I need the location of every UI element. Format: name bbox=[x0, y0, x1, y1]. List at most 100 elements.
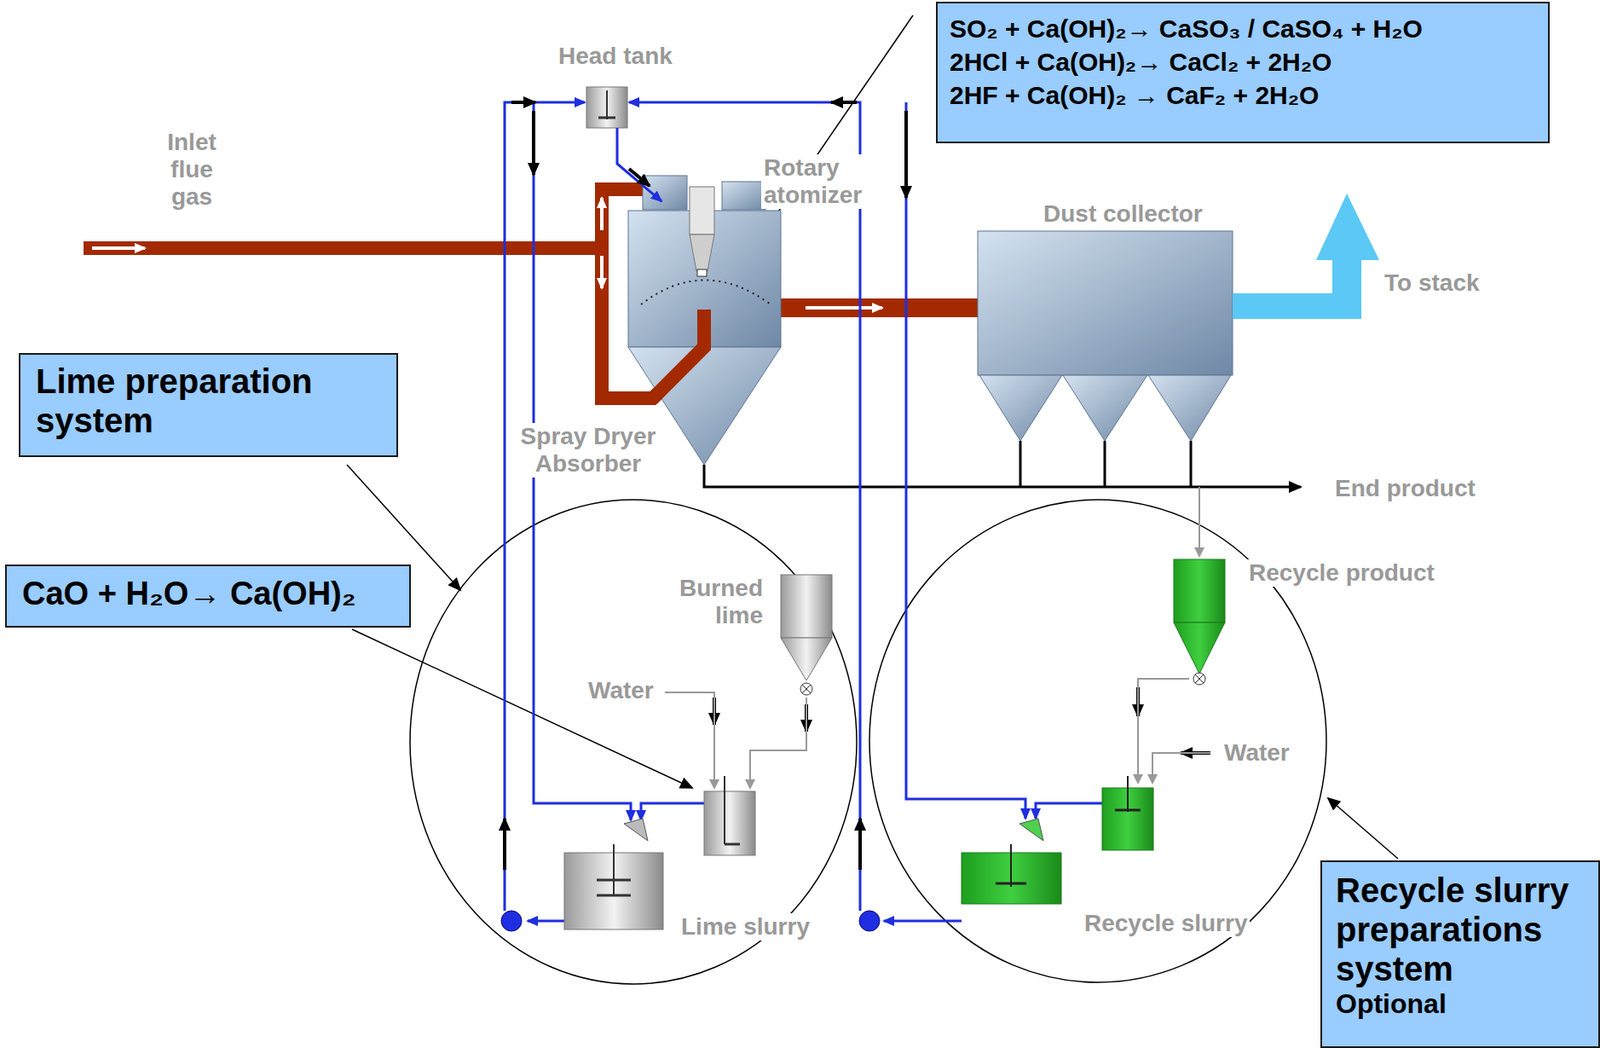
dust-collector-part bbox=[1062, 375, 1148, 441]
gas-flow-arrows-part bbox=[92, 246, 145, 250]
reaction-box: SO₂ + Ca(OH)₂→ CaSO₃ / CaSO₄ + H₂O2HCl +… bbox=[935, 1, 1550, 144]
callout-text: Recycle slurry preparations system bbox=[1335, 870, 1585, 988]
head-tank-part bbox=[606, 90, 608, 120]
gas-flow-arrows-part bbox=[600, 197, 604, 231]
feed-lines-part bbox=[1137, 678, 1190, 783]
lime-tanks-part bbox=[723, 775, 726, 844]
flow-arrows-part bbox=[531, 110, 536, 175]
lime-tanks-part bbox=[724, 843, 740, 846]
lime-tanks-part bbox=[704, 791, 756, 855]
end-product-line-part bbox=[1103, 440, 1107, 487]
slurry-pipes bbox=[504, 102, 1103, 921]
recycle-tanks-part bbox=[1010, 843, 1012, 887]
spray-dryer-absorber-part bbox=[722, 181, 766, 210]
lime-tanks-part bbox=[612, 843, 615, 896]
system-circles bbox=[410, 499, 1327, 984]
burned-lime-silo bbox=[780, 574, 832, 695]
end-product-line-part bbox=[1189, 440, 1193, 487]
spray-dryer-absorber-part bbox=[642, 175, 688, 210]
recycle-tanks-part bbox=[1019, 818, 1044, 841]
flow-arrows-part bbox=[904, 110, 908, 198]
equipment-label: Spray Dryer Absorber bbox=[516, 422, 660, 478]
recycle-product-hopper-part bbox=[1193, 672, 1206, 685]
callout-text: SO₂ + Ca(OH)₂→ CaSO₃ / CaSO₄ + H₂O bbox=[949, 11, 1423, 46]
lime-tanks-part bbox=[596, 878, 631, 882]
recycle-tanks-part bbox=[995, 882, 1027, 885]
callout-note: Optional bbox=[1335, 987, 1585, 1020]
recycle-product-hopper-part bbox=[1173, 559, 1225, 623]
head-tank-part bbox=[586, 86, 628, 128]
equipment-label: Inlet flue gas bbox=[144, 128, 239, 212]
recycle-product-hopper bbox=[1173, 559, 1225, 685]
spray-dryer-absorber-part bbox=[652, 309, 705, 399]
flue-gas-duct-part bbox=[83, 241, 602, 255]
equipment-label: Water bbox=[1221, 739, 1293, 767]
system-circles-part bbox=[410, 499, 857, 984]
lime-tanks bbox=[564, 775, 756, 930]
equipment-label: Recycle product bbox=[1246, 559, 1438, 587]
burned-lime-silo-part bbox=[802, 684, 811, 694]
recycle-product-hopper-part bbox=[1173, 622, 1225, 674]
spray-dryer-absorber bbox=[628, 175, 781, 465]
feed-lines-part bbox=[664, 692, 715, 788]
slurry-pipes-part bbox=[883, 919, 962, 923]
callout-text: CaO + H₂O→ Ca(OH)₂ bbox=[22, 572, 357, 615]
lime-tanks-part bbox=[623, 818, 648, 841]
dust-collector bbox=[977, 231, 1233, 441]
gas-flow-arrows-part bbox=[600, 255, 604, 289]
callout-note: 2HCl + Ca(OH)₂→ CaCl₂ + 2H₂O bbox=[949, 45, 1332, 79]
slurry-pipes-part bbox=[906, 102, 1026, 819]
callout-note: 2HF + Ca(OH)₂ → CaF₂ + 2H₂O bbox=[949, 78, 1319, 112]
dust-collector-part bbox=[979, 375, 1063, 441]
equipment-label: Rotary atomizer bbox=[761, 154, 868, 209]
stack-arrow-part bbox=[1232, 193, 1380, 319]
equipment-label: Burned lime bbox=[671, 574, 766, 630]
end-product-line-part bbox=[704, 464, 1301, 487]
equation-callout: CaO + H₂O→ Ca(OH)₂ bbox=[5, 564, 411, 628]
slurry-pipes-part bbox=[617, 127, 662, 202]
equipment-label: Recycle slurry bbox=[1081, 909, 1250, 937]
end-product-line-part bbox=[1019, 440, 1023, 487]
spray-dryer-absorber-part bbox=[697, 269, 707, 277]
callout-text: Lime preparation system bbox=[35, 361, 382, 440]
system-callout: Recycle slurry preparations systemOption… bbox=[1320, 860, 1600, 1048]
flow-arrows-part bbox=[502, 818, 507, 870]
head-tank-part bbox=[598, 116, 616, 120]
pumps-part bbox=[859, 910, 880, 931]
equipment-label: Head tank bbox=[555, 42, 676, 70]
gas-flow-arrows-part bbox=[805, 306, 883, 310]
equipment-label: To stack bbox=[1381, 269, 1483, 297]
system-callout: Lime preparation system bbox=[18, 352, 399, 457]
equipment-label: End product bbox=[1332, 474, 1479, 503]
burned-lime-silo-part bbox=[800, 682, 813, 695]
slurry-pipes-part bbox=[504, 102, 585, 911]
flow-arrows-part bbox=[629, 168, 650, 186]
leader-lines-part bbox=[1328, 797, 1398, 859]
feed-lines-part bbox=[750, 697, 807, 788]
equipment-label: Water bbox=[585, 676, 657, 705]
equipment-label: Lime slurry bbox=[678, 912, 813, 941]
slurry-pipes-part bbox=[641, 802, 705, 821]
flue-gas-duct-part bbox=[594, 182, 643, 197]
burned-lime-silo-part bbox=[780, 637, 832, 681]
feed-lines-part bbox=[1152, 752, 1211, 783]
recycle-product-hopper-part bbox=[1195, 674, 1204, 683]
flow-arrows-part bbox=[511, 100, 536, 104]
flow-arrows bbox=[504, 102, 1211, 870]
pumps-part bbox=[501, 910, 522, 931]
recycle-tanks-part bbox=[1126, 775, 1129, 812]
end-product-line bbox=[704, 440, 1301, 487]
feed-lines-part bbox=[1198, 486, 1201, 556]
leader-lines-part bbox=[352, 629, 693, 788]
equipment-label: Dust collector bbox=[1040, 200, 1206, 228]
feed-lines bbox=[664, 486, 1211, 788]
burned-lime-silo-part bbox=[780, 574, 832, 638]
slurry-pipes-part bbox=[1035, 802, 1103, 819]
stack-arrow bbox=[1232, 193, 1380, 319]
flow-arrows-part bbox=[831, 100, 857, 104]
slurry-pipes-part bbox=[527, 919, 565, 923]
recycle-tanks bbox=[961, 775, 1154, 904]
slurry-pipes-part bbox=[629, 102, 861, 911]
spray-dryer-absorber-part bbox=[689, 234, 715, 272]
